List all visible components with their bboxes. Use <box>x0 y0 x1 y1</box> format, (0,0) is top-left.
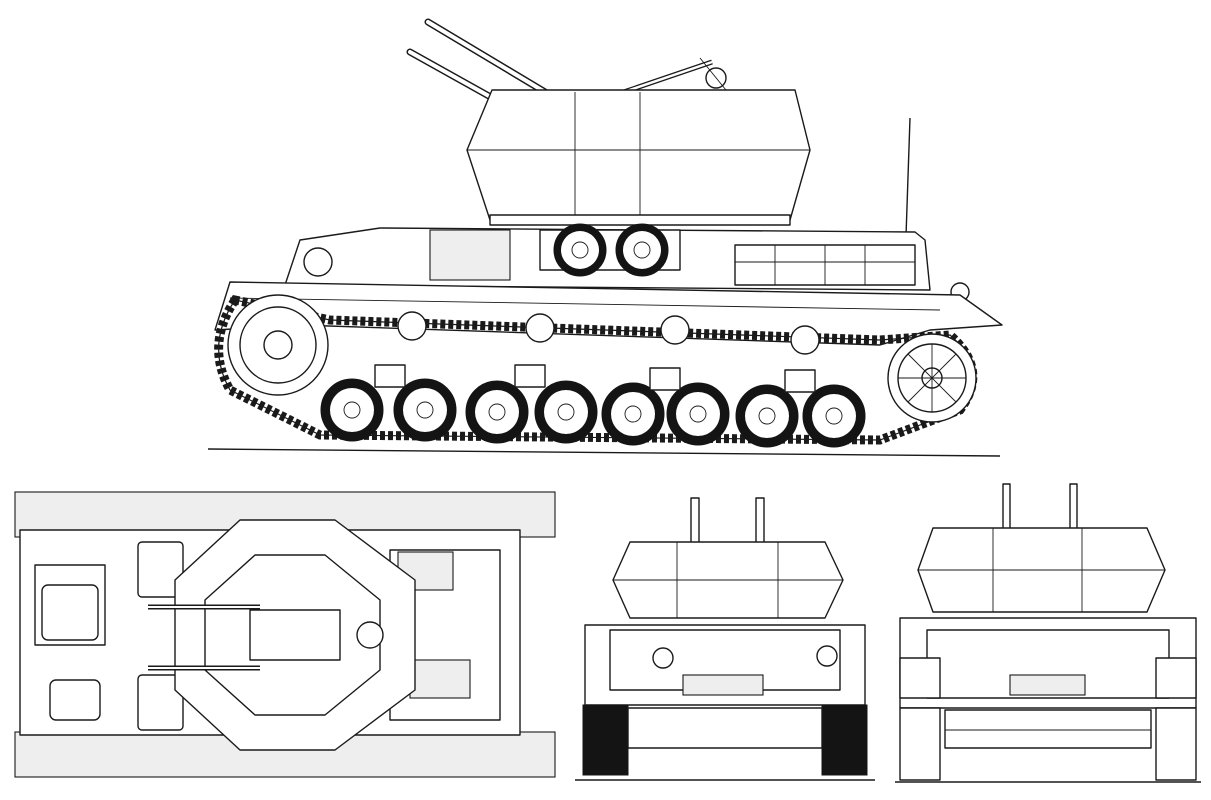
front-view-drawing <box>575 497 875 781</box>
rear-view-drawing <box>895 483 1201 783</box>
suspension-bogies <box>374 364 816 393</box>
ground-line <box>207 448 1001 457</box>
gun-barrels-top <box>148 604 260 671</box>
turret <box>466 89 811 226</box>
side-view-drawing <box>207 18 1003 457</box>
rear-view <box>885 470 1211 800</box>
front-view <box>565 470 885 800</box>
antenna <box>905 117 911 237</box>
road-wheels <box>320 378 866 448</box>
top-view <box>0 470 565 800</box>
front-turret <box>612 541 844 619</box>
front-hull <box>584 624 866 706</box>
top-view-drawing <box>14 491 556 778</box>
front-track-left <box>582 704 629 776</box>
rear-track-right <box>1155 707 1197 781</box>
rear-track-left <box>899 707 941 781</box>
idler-wheel <box>887 333 977 423</box>
front-track-right <box>821 704 868 776</box>
return-rollers <box>397 311 820 355</box>
rear-hull <box>899 617 1197 709</box>
rear-turret <box>917 527 1166 613</box>
side-view <box>207 18 1003 457</box>
turret-top <box>174 519 416 751</box>
drive-sprocket <box>227 294 329 396</box>
spare-road-wheels <box>553 223 669 277</box>
